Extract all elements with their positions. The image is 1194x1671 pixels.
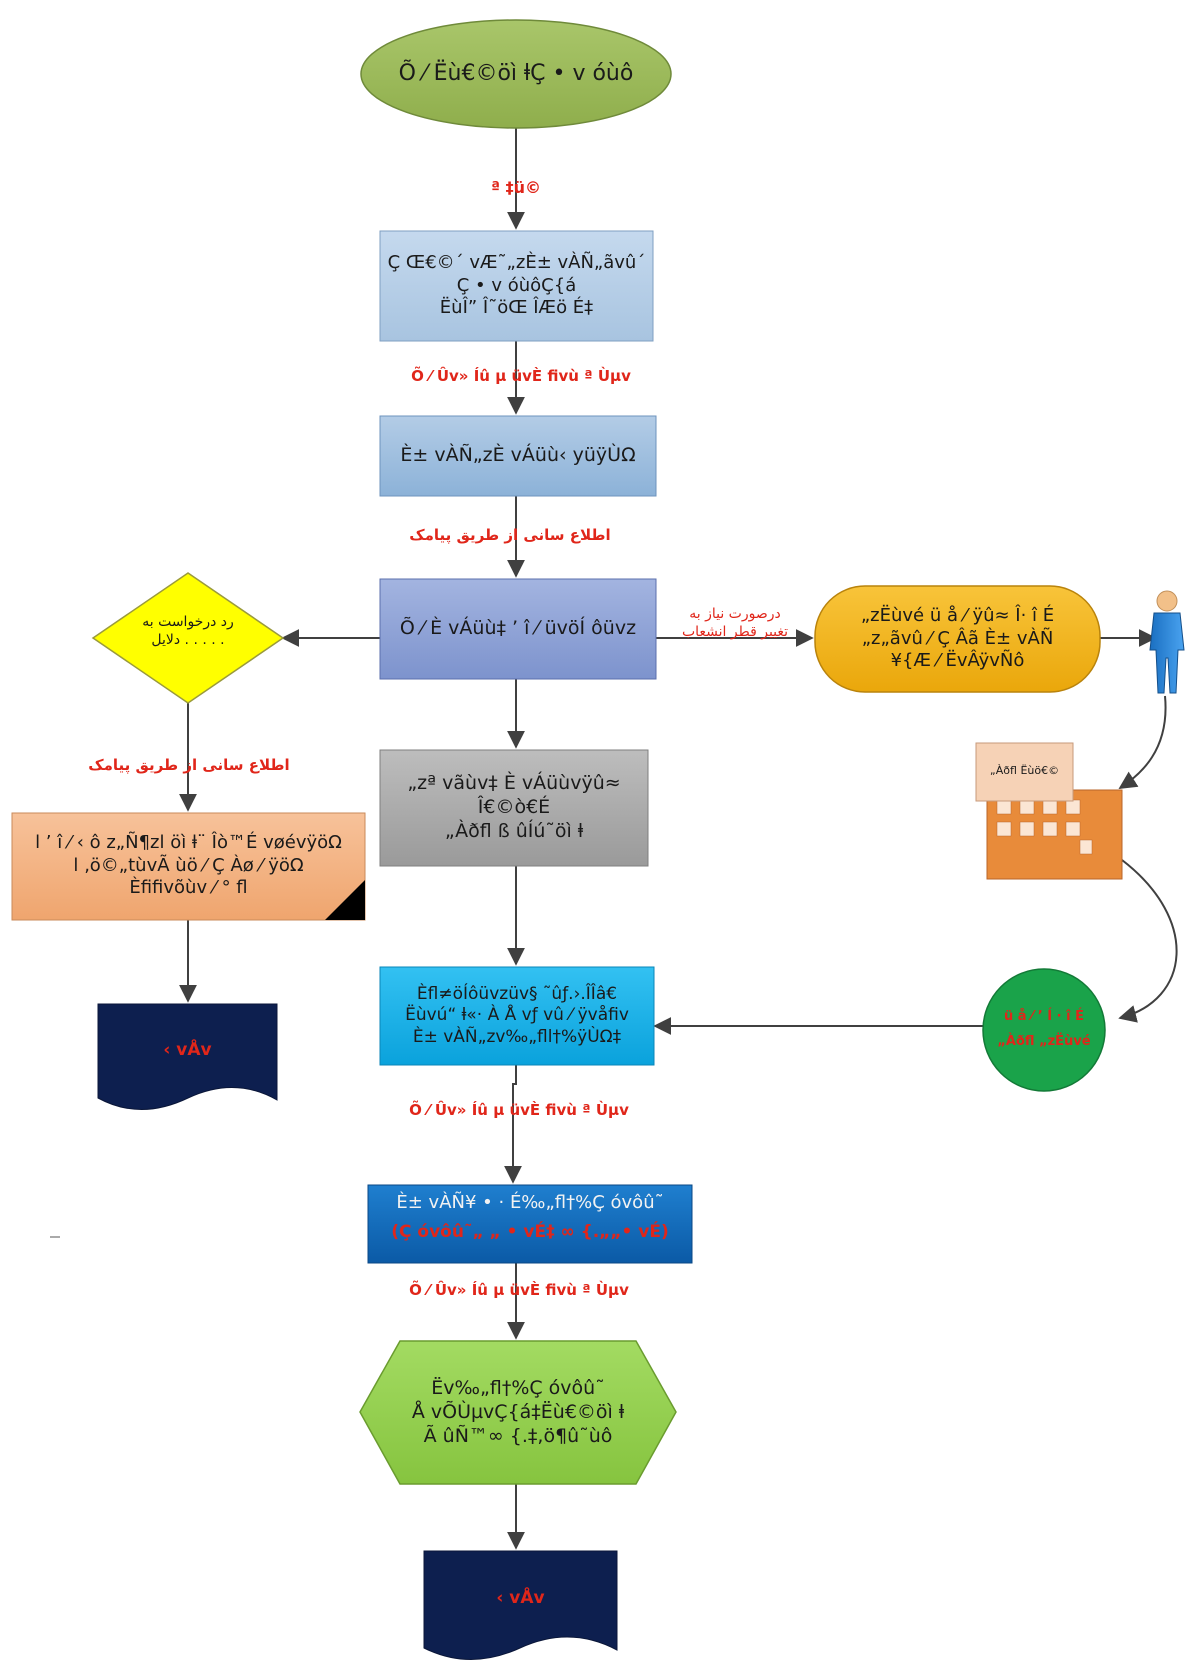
step1-box	[379, 230, 654, 342]
edge-label-top: ª ‡ü©	[491, 178, 541, 197]
edge-building-to-circle	[1118, 859, 1178, 1023]
reject-box-label: l ’ î ⁄ ‹ ô z„Ñ¶zl öì ⱡ¨ Îò™É vøévÿöΩ l …	[35, 832, 342, 899]
step1-label: Ç Œ€©´ vÆ˜„zÈ± vÀÑ„ãvû´ Ç • v óùôÇ{á ËùÎ…	[387, 252, 646, 319]
start-node	[360, 19, 672, 129]
step3-box	[379, 578, 657, 680]
step2-box	[379, 415, 657, 497]
green-circle	[982, 968, 1106, 1092]
step6-red-label: (Ç óvôû˜„ „ • vÉ‡ ∞ {.„„• vÉ)	[391, 1222, 669, 1242]
connectors	[179, 127, 1178, 1550]
reject-diamond	[91, 572, 285, 704]
green-circle-label: ü å ⁄ ’ Í · î É „Àðfl „zËùvé	[997, 1009, 1091, 1049]
step4-box	[379, 749, 649, 867]
start-label: Õ ⁄ Ëù€©öì ⱡÇ • v óùô	[398, 61, 634, 87]
building-icon	[975, 742, 1123, 880]
step2-label: È± vÀÑ„zÈ vÁüù‹ yüÿÙΩ	[400, 444, 636, 467]
building-label: „Àðfl Ëùö€©	[989, 764, 1060, 777]
end-document-left	[97, 1003, 278, 1110]
edge-label-sms1: اطلاع سانی از طریق پیامک	[409, 526, 611, 544]
step4-label: „zª vãùv‡ È vÁüùvÿû≈ Î€©ò€É „Àðfl ß ûÍú˜…	[407, 772, 621, 842]
edge-step5-to-step6	[504, 1065, 522, 1184]
end-document-main-label: ‹ vÅv	[496, 1588, 545, 1608]
edge-person-to-building	[1118, 695, 1167, 789]
step5-box	[379, 966, 655, 1066]
step3-label: Õ ⁄ È vÁüù‡ ’ î ⁄ üvöÍ ôüvz	[399, 617, 637, 640]
orange-terminal-label: „zËùvé ü å ⁄ ÿû≈ Î· î É „z„ãvû ⁄ Ç Âã È±…	[860, 605, 1055, 672]
step6-label: È± vÀÑ¥ • · É‰„fl†%Ç óvôû˜	[396, 1192, 664, 1213]
edge-label-repeat2: Õ ⁄ Ûv» Íû µ üvÈ fivù ª Ùµv	[409, 1101, 629, 1119]
edge-label-repeat1: Õ ⁄ Ûv» Íû µ üvÈ fivù ª Ùµv	[411, 367, 631, 385]
orange-terminal	[814, 585, 1101, 693]
edge-label-repeat3: Õ ⁄ Ûv» Íû µ üvÈ fivù ª Ùµv	[409, 1281, 629, 1299]
step7-hexagon	[359, 1340, 677, 1485]
end-document-left-label: ‹ vÅv	[163, 1040, 212, 1060]
building-label-box	[975, 742, 1074, 802]
step7-label: Ëv‰„fl†%Ç óvôû˜ Å vÕÙµvÇ{á‡Ëù€©öì ⱡ Ã ûÑ…	[411, 1377, 625, 1447]
edge-label-branch-right: درصورت نیاز به تغییر قطر انشعاب	[681, 606, 789, 640]
edge-label-sms2: اطلاع سانی از طریق پیامک	[88, 756, 290, 774]
step5-label: Èfl≠öÍôüvzüv§ ˜ûƒ.›.ÎÎâ€ Ëùvú“ ⱡ«· À Å v…	[405, 984, 629, 1047]
reject-box-corner	[325, 880, 365, 920]
end-document-main	[423, 1550, 618, 1660]
person-icon	[1149, 590, 1185, 694]
reject-diamond-label: رد درخواست به دلایل . . . . .	[142, 614, 234, 648]
step6-box	[367, 1184, 693, 1264]
